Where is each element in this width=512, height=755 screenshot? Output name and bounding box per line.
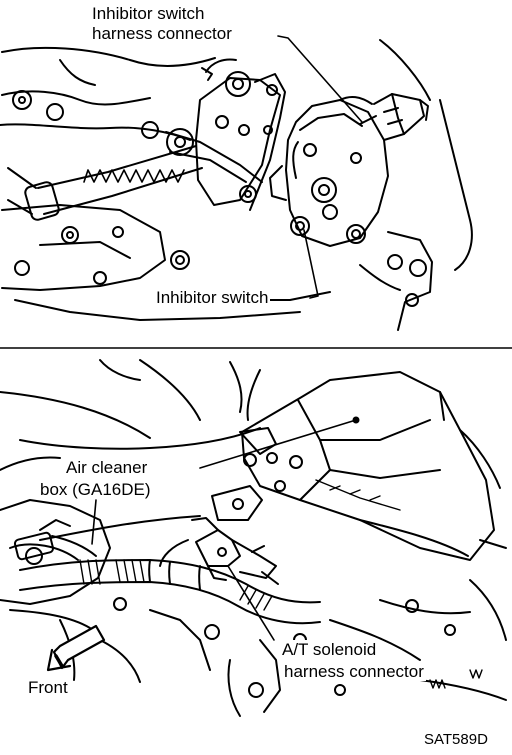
label-solenoid-line1: A/T solenoid [280,640,379,659]
label-connector-line1: Inhibitor switch [92,4,205,23]
bottom-panel-drawing [0,359,507,717]
label-air-cleaner-line2: box (GA16DE) [38,480,153,499]
label-air-cleaner-line1: Air cleaner [64,458,150,477]
figure-code: SAT589D [424,731,488,748]
label-connector-line2: harness connector [92,24,232,43]
front-arrow [46,624,106,672]
label-inhibitor-switch: Inhibitor switch [154,288,271,307]
top-panel-drawing [0,35,473,331]
label-solenoid-line2: harness connector [282,662,426,681]
label-front: Front [28,678,68,697]
